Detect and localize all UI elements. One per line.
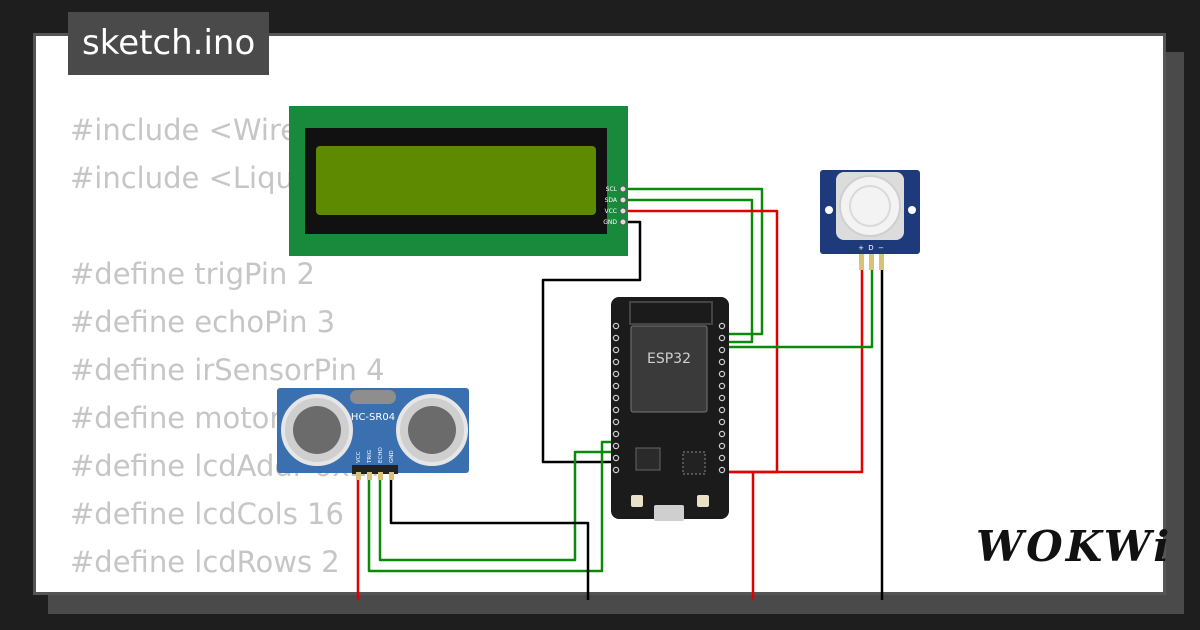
esp32-usb-chip: [682, 451, 706, 475]
esp32-board[interactable]: ESP32: [611, 297, 729, 521]
lcd-pin: [619, 218, 627, 226]
esp32-pin: [718, 334, 726, 342]
wire-hc-echo[interactable]: [378, 450, 613, 562]
wire-pir-vcc[interactable]: [722, 270, 864, 474]
pir-pin-label: D: [868, 244, 873, 252]
hc-pin: [389, 472, 394, 480]
esp32-reset-button[interactable]: [697, 495, 709, 507]
lcd-screen: [316, 146, 596, 215]
hc-pin-label: VCC: [356, 451, 362, 463]
hc-transducer-mesh: [293, 406, 341, 454]
ultrasonic-sensor[interactable]: HC-SR04 VCC TRIG ECHO GND: [277, 388, 469, 480]
esp32-pin: [718, 346, 726, 354]
esp32-pin: [718, 382, 726, 390]
pir-pin: [879, 254, 884, 270]
wire-lcd-sda[interactable]: [622, 198, 754, 344]
esp32-pin: [612, 418, 620, 426]
esp32-module: [630, 325, 708, 413]
wokwi-logo: WOKWi: [976, 522, 1173, 571]
pir-mount-hole: [825, 206, 833, 214]
hc-pin-label: ECHO: [378, 447, 384, 463]
esp32-pin: [718, 394, 726, 402]
esp32-boot-button[interactable]: [631, 495, 643, 507]
pir-pin: [859, 254, 864, 270]
pir-pin: [869, 254, 874, 270]
esp32-pin: [612, 382, 620, 390]
lcd-pin: [619, 185, 627, 193]
hc-pin: [367, 472, 372, 480]
code-line: #define echoPin 3: [70, 305, 336, 339]
hc-pin-label: TRIG: [367, 450, 373, 464]
pir-pin-label: +: [858, 244, 864, 252]
wire-hc-gnd[interactable]: [389, 478, 590, 600]
esp32-left-pins: [612, 322, 620, 474]
lcd-pin-label: VCC: [605, 208, 617, 215]
esp32-pin: [718, 322, 726, 330]
esp32-regulator: [635, 447, 661, 471]
pir-mount-hole: [908, 206, 916, 214]
code-line: #define irSensorPin 4: [70, 353, 385, 387]
esp32-pin: [718, 430, 726, 438]
esp32-pin: [612, 370, 620, 378]
wire-lcd-gnd[interactable]: [541, 220, 642, 464]
esp32-pin: [612, 334, 620, 342]
code-line: #define trigPin 2: [70, 257, 315, 291]
esp32-pin: [612, 346, 620, 354]
esp32-pin: [612, 454, 620, 462]
esp32-pin: [718, 358, 726, 366]
lcd-pin-label: GND: [603, 219, 617, 226]
lcd-module[interactable]: SCL SDA VCC GND: [289, 106, 628, 256]
esp32-pin: [718, 418, 726, 426]
esp32-pin: [612, 358, 620, 366]
hc-transducer-mesh: [408, 406, 456, 454]
esp32-pin: [718, 406, 726, 414]
esp32-pin: [718, 442, 726, 450]
esp32-usb-port: [654, 505, 684, 521]
lcd-pin-header: [619, 185, 627, 226]
esp32-label: ESP32: [647, 351, 691, 367]
hc-pin: [356, 472, 361, 480]
pir-dome-icon: [839, 175, 901, 237]
lcd-pin: [619, 207, 627, 215]
esp32-pin: [612, 466, 620, 474]
pir-pin-label: −: [878, 244, 884, 252]
esp32-right-pins: [718, 322, 726, 474]
esp32-antenna: [629, 301, 713, 325]
wires: [356, 187, 884, 600]
lcd-pin-label: SDA: [605, 197, 618, 204]
hc-pin-label: GND: [389, 450, 395, 463]
esp32-pin: [718, 454, 726, 462]
esp32-pin: [612, 430, 620, 438]
hc-pin: [378, 472, 383, 480]
esp32-pin: [612, 442, 620, 450]
esp32-pin: [612, 406, 620, 414]
esp32-pin: [718, 466, 726, 474]
file-tab[interactable]: sketch.ino: [68, 12, 270, 75]
esp32-pin: [612, 322, 620, 330]
pir-dome-ring: [849, 185, 891, 227]
esp32-pin: [612, 394, 620, 402]
esp32-pin: [718, 370, 726, 378]
hc-pin-header: [352, 465, 398, 474]
wire-pir-data[interactable]: [722, 270, 874, 349]
code-line: #define lcdRows 2: [70, 545, 340, 579]
pir-sensor[interactable]: + D −: [820, 170, 920, 270]
hc-crystal: [350, 390, 396, 404]
wire-hc-trig[interactable]: [367, 440, 613, 573]
lcd-pin-label: SCL: [606, 186, 618, 193]
wire-lcd-scl[interactable]: [622, 187, 764, 336]
hc-label: HC-SR04: [351, 412, 395, 423]
lcd-pin: [619, 196, 627, 204]
code-line: #define lcdCols 16: [70, 497, 344, 531]
